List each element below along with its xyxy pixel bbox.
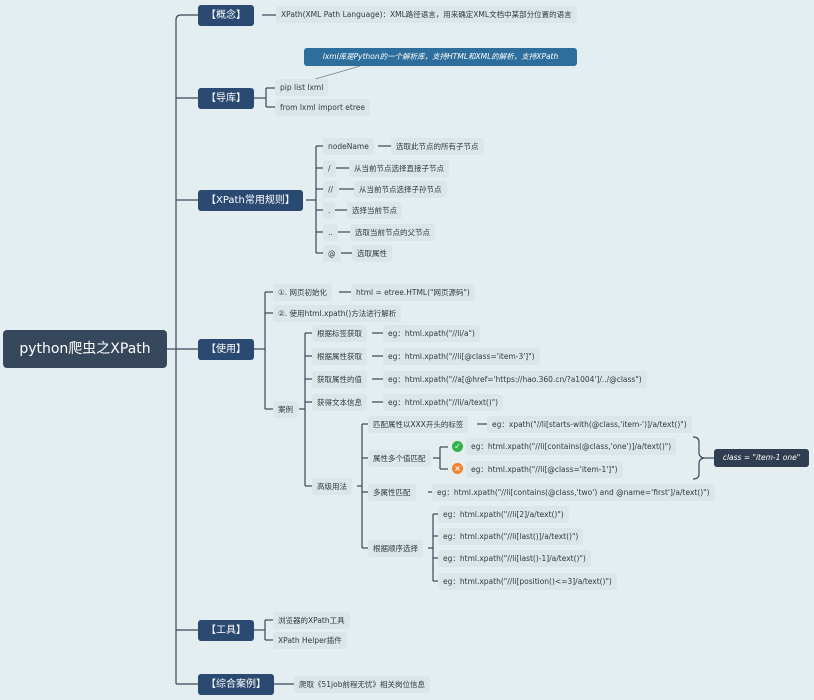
case-code[interactable]: eg：html.xpath("//li/a") bbox=[383, 325, 480, 342]
rule-expr[interactable]: .. bbox=[323, 224, 338, 241]
rule-expr[interactable]: // bbox=[323, 181, 339, 198]
order-code[interactable]: eg：html.xpath("//li[2]/a/text()") bbox=[438, 506, 569, 523]
rule-desc[interactable]: 从当前节点选择直接子节点 bbox=[349, 160, 449, 177]
rule-desc[interactable]: 选取属性 bbox=[352, 245, 392, 262]
prefix-match-label[interactable]: 匹配属性以XXX开头的标签 bbox=[368, 416, 469, 433]
multi-value-code-bad[interactable]: eg：html.xpath("//li[@class='item-1']") bbox=[466, 461, 623, 478]
case-label[interactable]: 获取属性的值 bbox=[312, 371, 367, 388]
multi-value-label[interactable]: 属性多个值匹配 bbox=[368, 450, 431, 467]
class-value-note: class = "item-1 one" bbox=[714, 449, 809, 467]
case-code[interactable]: eg：html.xpath("//li[@class='item-3']") bbox=[383, 348, 540, 365]
tool-item[interactable]: XPath Helper插件 bbox=[273, 632, 347, 649]
section-xpath-rules[interactable]: 【XPath常用规则】 bbox=[198, 190, 303, 211]
rule-expr[interactable]: nodeName bbox=[323, 138, 374, 155]
import-item-pip[interactable]: pip list lxml bbox=[275, 79, 329, 96]
order-code[interactable]: eg：html.xpath("//li[last()-1]/a/text()") bbox=[438, 550, 591, 567]
case-label[interactable]: 获得文本信息 bbox=[312, 394, 367, 411]
section-comprehensive-case[interactable]: 【综合案例】 bbox=[198, 674, 274, 695]
root-topic[interactable]: python爬虫之XPath bbox=[3, 330, 167, 368]
check-circle-icon: ✓ bbox=[452, 441, 463, 452]
multi-attr-code[interactable]: eg：html.xpath("//li[contains(@class,'two… bbox=[432, 484, 715, 501]
lxml-note-callout: lxml库是Python的一个解析库，支持HTML和XML的解析，支持XPath bbox=[304, 48, 577, 66]
rule-desc[interactable]: 选取当前节点的父节点 bbox=[350, 224, 435, 241]
section-usage[interactable]: 【使用】 bbox=[198, 339, 254, 360]
section-tools[interactable]: 【工具】 bbox=[198, 620, 254, 641]
section-import[interactable]: 【导库】 bbox=[198, 88, 254, 109]
usage-cases[interactable]: 案例 bbox=[273, 401, 298, 418]
order-select-label[interactable]: 根据顺序选择 bbox=[368, 540, 423, 557]
order-code[interactable]: eg：html.xpath("//li[last()]/a/text()") bbox=[438, 528, 584, 545]
advanced-usage[interactable]: 高级用法 bbox=[312, 478, 352, 495]
usage-step-init[interactable]: ①. 网页初始化 bbox=[273, 284, 332, 301]
case-text[interactable]: 爬取《51job前程无忧》相关岗位信息 bbox=[294, 676, 430, 693]
import-item-etree[interactable]: from lxml import etree bbox=[275, 99, 370, 116]
usage-step-parse[interactable]: ②. 使用html.xpath()方法进行解析 bbox=[273, 305, 402, 322]
order-code[interactable]: eg：html.xpath("//li[position()<=3]/a/tex… bbox=[438, 573, 617, 590]
rule-desc[interactable]: 选取此节点的所有子节点 bbox=[391, 138, 484, 155]
multi-value-code-ok[interactable]: eg：html.xpath("//li[contains(@class,'one… bbox=[466, 438, 677, 455]
rule-expr[interactable]: . bbox=[323, 202, 336, 219]
usage-step-init-code[interactable]: html = etree.HTML("网页源码") bbox=[351, 284, 475, 301]
prefix-match-code[interactable]: eg：xpath("//li[starts-with(@class,'item-… bbox=[487, 416, 692, 433]
rule-desc[interactable]: 选择当前节点 bbox=[347, 202, 402, 219]
case-code[interactable]: eg：html.xpath("//a[@href='https://hao.36… bbox=[383, 371, 647, 388]
multi-attr-label[interactable]: 多属性匹配 bbox=[368, 484, 416, 501]
case-label[interactable]: 根据标签获取 bbox=[312, 325, 367, 342]
concept-text[interactable]: XPath(XML Path Language)：XML路径语言，用来确定XML… bbox=[276, 6, 577, 23]
case-code[interactable]: eg：html.xpath("//li/a/text()") bbox=[383, 394, 504, 411]
tool-item[interactable]: 浏览器的XPath工具 bbox=[273, 612, 350, 629]
close-circle-icon: × bbox=[452, 463, 463, 474]
rule-desc[interactable]: 从当前节点选择子孙节点 bbox=[354, 181, 447, 198]
rule-expr[interactable]: @ bbox=[323, 245, 341, 262]
rule-expr[interactable]: / bbox=[323, 160, 336, 177]
section-concept[interactable]: 【概念】 bbox=[198, 5, 254, 26]
case-label[interactable]: 根据属性获取 bbox=[312, 348, 367, 365]
